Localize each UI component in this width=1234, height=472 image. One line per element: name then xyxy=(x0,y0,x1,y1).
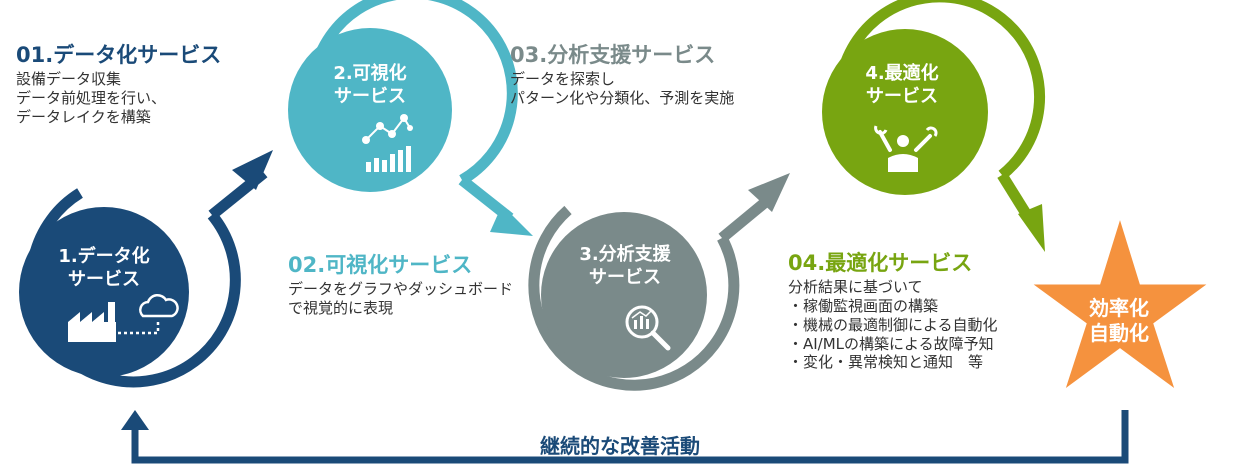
magnifier-chart-icon xyxy=(625,305,671,351)
stage1-circle-label-line2: サービス xyxy=(68,269,140,291)
stage3-ring xyxy=(528,205,740,391)
stage4-circle xyxy=(822,29,988,195)
stage2-arrowhead xyxy=(490,205,533,236)
stage1-title: 01.データ化サービス xyxy=(16,43,222,67)
stage2-description: 02.可視化サービス データをグラフやダッシュボード で視覚的に表現 xyxy=(288,252,513,318)
stage3-circle-label: 3.分析支援 サービス xyxy=(565,243,685,290)
feedback-loop-arrowhead xyxy=(121,410,149,430)
goal-star-label: 効率化 自動化 xyxy=(1054,296,1184,346)
worker-wrench-icon xyxy=(874,125,938,172)
stage4-circle-label-line2: サービス xyxy=(866,86,938,108)
stage3-circle xyxy=(541,212,707,378)
stage4-circle-label-line1: 4.最適化 xyxy=(865,63,939,84)
stage4-arrowhead xyxy=(1018,204,1045,252)
stage2-line: で視覚的に表現 xyxy=(288,299,394,317)
stage3-line: データを探索し xyxy=(510,70,616,89)
stage4-line: ・AI/MLの構築による故障予知 xyxy=(788,334,994,353)
factory-cloud-icon xyxy=(68,293,179,342)
stage4-title: 04.最適化サービス xyxy=(788,251,973,275)
stage4-line: ・機械の最適制御による自動化 xyxy=(788,315,998,334)
stage4-line: 分析結果に基づいて xyxy=(788,278,923,297)
stage4-description: 04.最適化サービス 分析結果に基づいて ・稼働監視画面の構築 ・機械の最適制御… xyxy=(788,250,998,372)
loop-label: 継続的な改善活動 xyxy=(540,434,700,458)
stage3-title: 03.分析支援サービス xyxy=(510,43,716,67)
stage1-circle-label: 1.データ化 サービス xyxy=(44,245,164,292)
stage3-arrowhead xyxy=(748,173,790,212)
network-chart-icon xyxy=(362,114,413,172)
stage4-line: ・稼働監視画面の構築 xyxy=(788,297,939,315)
stage2-title: 02.可視化サービス xyxy=(288,253,473,277)
feedback-loop-line xyxy=(131,410,1129,464)
stage3-circle-label-line2: サービス xyxy=(589,267,661,289)
stage1-line: 設備データ収集 xyxy=(16,70,122,89)
stage1-line: データレイクを構築 xyxy=(16,107,151,126)
stage2-line: データをグラフやダッシュボード xyxy=(288,280,514,299)
stage4-circle-label: 4.最適化 サービス xyxy=(842,62,962,109)
stage3-circle-label-line1: 3.分析支援 xyxy=(579,244,671,265)
stage3-description: 03.分析支援サービス データを探索し パターン化や分類化、予測を実施 xyxy=(510,42,734,108)
goal-star xyxy=(1024,209,1216,396)
stage2-circle-label-line2: サービス xyxy=(334,86,406,108)
stage3-line: パターン化や分類化、予測を実施 xyxy=(510,89,735,107)
stage3-arrow-shaft xyxy=(718,195,772,243)
stage4-line: ・変化・異常検知と通知 等 xyxy=(788,353,984,372)
goal-line: 効率化 xyxy=(1089,296,1149,320)
stage1-circle-label-line1: 1.データ化 xyxy=(58,246,150,267)
stage1-circle xyxy=(19,207,189,377)
stage1-description: 01.データ化サービス 設備データ収集 データ前処理を行い、 データレイクを構築 xyxy=(16,42,221,127)
stage1-arrowhead xyxy=(232,150,273,190)
stage2-circle-label-line1: 2.可視化 xyxy=(333,63,407,84)
stage1-line: データ前処理を行い、 xyxy=(16,89,167,107)
stage2-circle-label: 2.可視化 サービス xyxy=(310,62,430,109)
goal-line: 自動化 xyxy=(1089,321,1149,345)
